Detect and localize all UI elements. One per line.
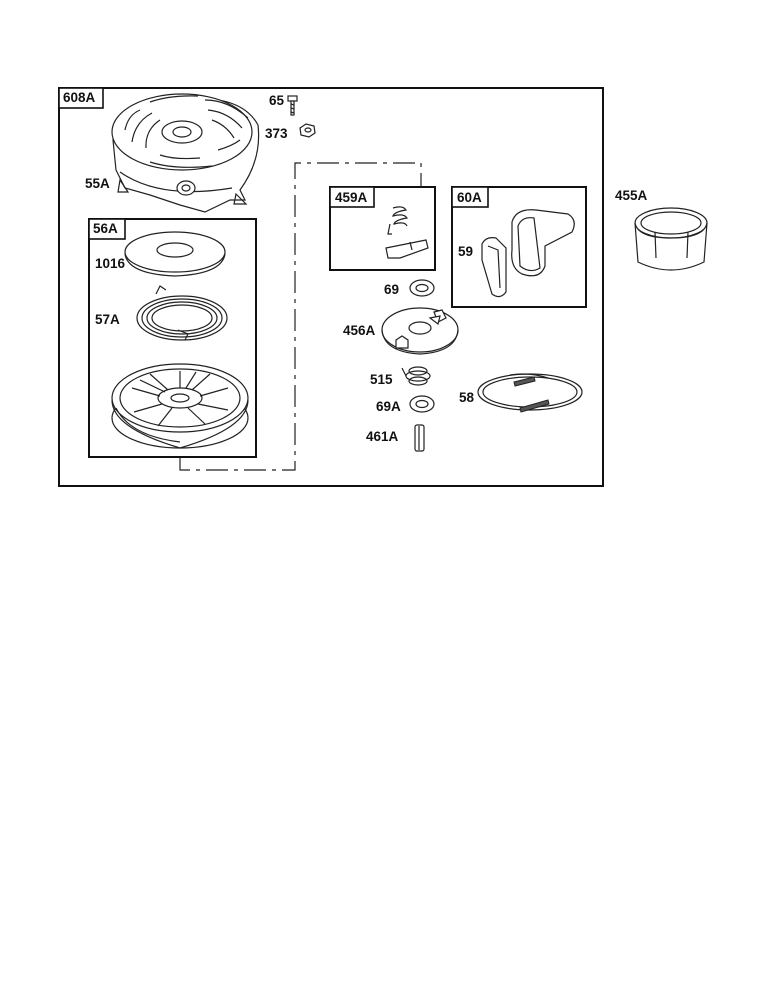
pulley-drawing: [111, 363, 249, 449]
screw-drawing: [287, 95, 298, 116]
handle-kit-60A-frame: [451, 186, 587, 308]
label-60A: 60A: [457, 190, 482, 205]
pulley-kit-56A-tab: [88, 218, 126, 240]
label-456A: 456A: [343, 323, 376, 338]
label-459A: 459A: [335, 190, 368, 205]
label-373: 373: [265, 126, 288, 141]
label-57A: 57A: [95, 312, 120, 327]
label-69A: 69A: [376, 399, 401, 414]
handle-kit-60A-drawing: [481, 209, 575, 298]
spring-57A-drawing: [136, 285, 228, 341]
kit-459A-frame: [329, 186, 436, 271]
retainer-456A-drawing: [381, 307, 459, 355]
assembly-608A-frame: [58, 87, 604, 487]
label-515: 515: [370, 372, 393, 387]
kit-459A-tab: [329, 186, 375, 208]
label-65: 65: [269, 93, 285, 108]
washer-69A-drawing: [409, 395, 435, 413]
kit-459A-drawing: [385, 206, 429, 259]
rope-58-drawing: [477, 373, 583, 413]
label-461A: 461A: [366, 429, 399, 444]
washer-69-drawing: [409, 279, 435, 297]
cup-455A-drawing: [634, 207, 708, 271]
label-59: 59: [458, 244, 474, 259]
pin-461A-drawing: [414, 424, 425, 452]
label-55A: 55A: [85, 176, 110, 191]
assembly-608A-tab: [58, 87, 104, 109]
label-58: 58: [459, 390, 475, 405]
label-455A: 455A: [615, 188, 648, 203]
label-1016: 1016: [95, 256, 126, 271]
label-69: 69: [384, 282, 400, 297]
pulley-kit-56A-frame: [88, 218, 257, 458]
label-608A: 608A: [63, 90, 96, 105]
handle-kit-60A-tab: [451, 186, 489, 208]
nut-drawing: [299, 123, 316, 138]
spring-515-drawing: [401, 366, 431, 386]
connector-line: [179, 162, 422, 471]
recoil-housing-drawing: [111, 93, 260, 213]
label-56A: 56A: [93, 221, 118, 236]
washer-1016-drawing: [124, 231, 226, 277]
